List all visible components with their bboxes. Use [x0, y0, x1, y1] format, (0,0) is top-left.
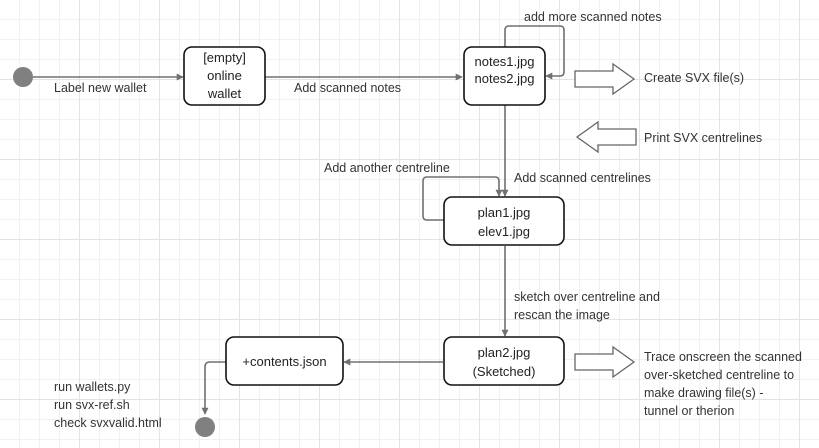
node-notes: notes1.jpg notes2.jpg — [463, 46, 546, 106]
label-add-scanned-notes: Add scanned notes — [294, 81, 401, 95]
node-empty-wallet-line1: [empty] — [203, 50, 246, 65]
note-trace-line2: over-sketched centreline to — [644, 368, 794, 382]
node-empty-wallet: [empty] online wallet — [183, 46, 266, 106]
edge-to-end — [201, 361, 226, 415]
end-state — [195, 417, 215, 437]
note-trace-line3: make drawing file(s) - — [644, 386, 763, 400]
node-plan2-line2: (Sketched) — [473, 364, 536, 379]
block-arrow-left-print — [575, 120, 637, 154]
label-run-svx-ref: run svx-ref.sh — [54, 398, 130, 412]
block-arrow-right-create — [574, 62, 636, 96]
edge-add-another-centreline — [422, 176, 503, 221]
label-new-wallet: Label new wallet — [54, 81, 147, 95]
note-print-svx: Print SVX centrelines — [644, 131, 762, 145]
label-add-scanned-centrelines: Add scanned centrelines — [514, 171, 651, 185]
node-plan2: plan2.jpg (Sketched) — [443, 336, 565, 386]
label-sketch-over-line2: rescan the image — [514, 308, 610, 322]
label-check-svxvalid: check svxvalid.html — [54, 416, 162, 430]
node-plan: plan1.jpg elev1.jpg — [443, 196, 565, 246]
node-notes-line1: notes1.jpg — [475, 54, 535, 69]
label-sketch-over-line1: sketch over centreline and — [514, 290, 660, 304]
label-add-more-scanned-notes: add more scanned notes — [524, 10, 662, 24]
edge-add-more-notes — [504, 25, 565, 80]
node-contents-line1: +contents.json — [242, 354, 326, 369]
note-trace-line4: tunnel or therion — [644, 404, 734, 418]
node-plan-line2: elev1.jpg — [478, 224, 530, 239]
node-plan-line1: plan1.jpg — [478, 205, 531, 220]
block-arrow-right-trace — [574, 345, 636, 379]
node-plan2-line1: plan2.jpg — [478, 345, 531, 360]
label-add-another-centreline: Add another centreline — [324, 161, 450, 175]
node-empty-wallet-line3: wallet — [207, 86, 242, 101]
node-empty-wallet-line2: online — [207, 68, 242, 83]
label-run-wallets: run wallets.py — [54, 380, 131, 394]
node-contents: +contents.json — [225, 336, 344, 386]
note-create-svx: Create SVX file(s) — [644, 71, 744, 85]
note-trace-line1: Trace onscreen the scanned — [644, 350, 802, 364]
start-state — [13, 67, 33, 87]
node-notes-line2: notes2.jpg — [475, 71, 535, 86]
